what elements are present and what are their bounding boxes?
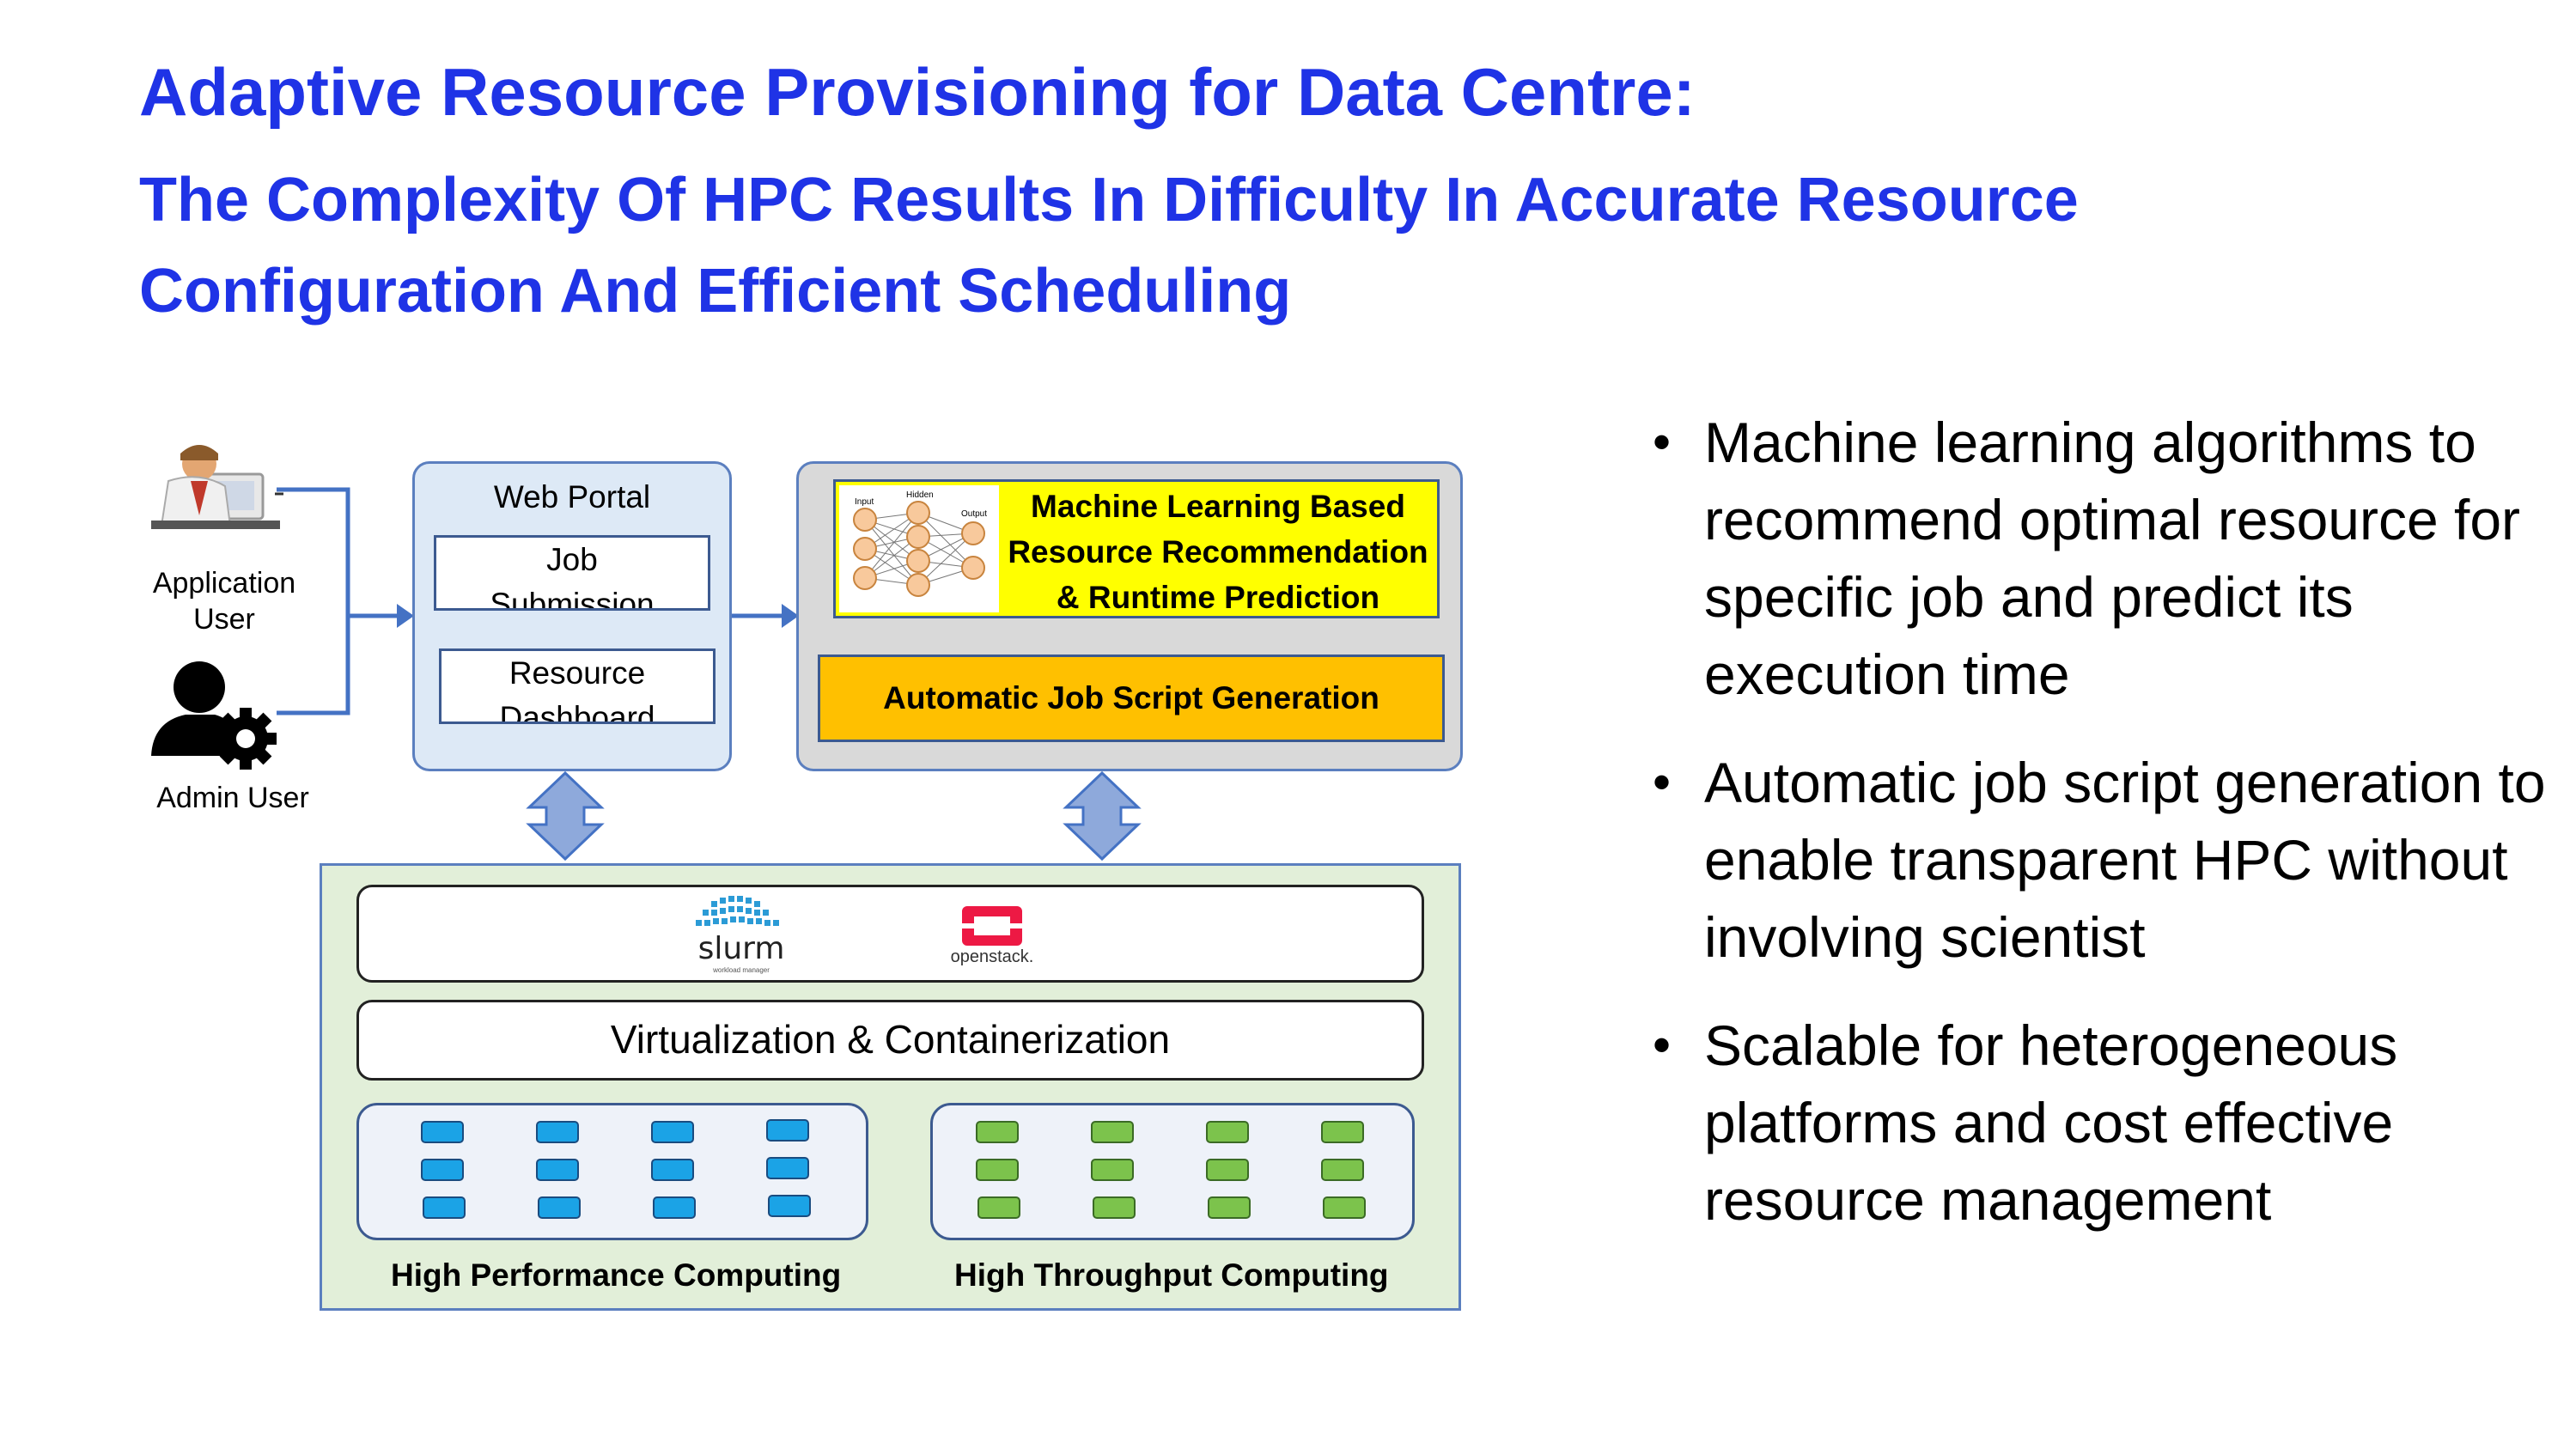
application-user-icon: [151, 445, 283, 529]
hpc-server: [651, 1121, 694, 1143]
bullet-item: • Scalable for heterogeneous platforms a…: [1646, 1007, 2548, 1239]
htc-server: [1206, 1159, 1249, 1181]
hpc-server: [536, 1159, 579, 1181]
web-portal-box: Web Portal Job Submission Resource Dashb…: [412, 461, 732, 771]
hpc-server: [768, 1195, 811, 1217]
htc-server: [1321, 1121, 1364, 1143]
neural-network-image: Input Hidden Output: [839, 485, 999, 612]
infrastructure-box: slurm workload manager openstack. Virtua…: [320, 863, 1461, 1311]
hpc-server: [653, 1196, 696, 1219]
portal-to-ml-arrowhead: [782, 604, 799, 628]
user-connectors: [277, 487, 404, 715]
bullet-dot-icon: •: [1653, 413, 1672, 471]
bullet-item: • Machine learning algorithms to recomme…: [1646, 404, 2548, 713]
bullet-text: Scalable for heterogeneous platforms and…: [1704, 1014, 2398, 1232]
htc-server: [1091, 1121, 1134, 1143]
hpc-server: [536, 1121, 579, 1143]
hpc-server: [421, 1159, 464, 1181]
bullet-dot-icon: •: [1653, 1016, 1672, 1074]
hpc-server: [651, 1159, 694, 1181]
htc-server: [1091, 1159, 1134, 1181]
hpc-server: [766, 1157, 809, 1179]
openstack-logo-text: openstack.: [950, 947, 1034, 966]
htc-server: [1323, 1196, 1366, 1219]
htc-server: [1208, 1196, 1251, 1219]
slurm-logo-subtext: workload manager: [713, 966, 770, 974]
nn-hidden-label: Hidden: [906, 490, 934, 500]
nn-input-label: Input: [855, 497, 874, 507]
bullet-text: Machine learning algorithms to recommend…: [1704, 411, 2521, 706]
job-submission-box[interactable]: Job Submission: [434, 535, 710, 611]
arrow-to-portal-head: [397, 604, 414, 628]
hpc-server: [421, 1121, 464, 1143]
bullet-dot-icon: •: [1653, 753, 1672, 811]
auto-job-script-box: Automatic Job Script Generation: [818, 654, 1445, 742]
htc-server: [976, 1121, 1019, 1143]
ml-infra-double-arrow: [1063, 770, 1142, 861]
hpc-server: [423, 1196, 466, 1219]
htc-server: [1206, 1121, 1249, 1143]
ml-recommendation-box: Input Hidden Output Machine Learning Bas…: [833, 479, 1440, 618]
virtualization-bar: Virtualization & Containerization: [356, 1000, 1424, 1081]
htc-server: [976, 1159, 1019, 1181]
bullet-item: • Automatic job script generation to ena…: [1646, 744, 2548, 976]
htc-label: High Throughput Computing: [954, 1257, 1389, 1293]
slurm-logo-text: slurm: [697, 931, 785, 966]
htc-server: [1321, 1159, 1364, 1181]
subtitle-line-1: The Complexity Of HPC Results In Difficu…: [139, 166, 2079, 234]
htc-cluster: [930, 1103, 1415, 1240]
hpc-label: High Performance Computing: [391, 1257, 842, 1293]
admin-user-label: Admin User: [156, 782, 309, 814]
htc-server: [1093, 1196, 1136, 1219]
page-title: Adaptive Resource Provisioning for Data …: [139, 54, 1696, 130]
hpc-server: [538, 1196, 581, 1219]
slurm-logo: slurm workload manager: [685, 896, 806, 978]
openstack-logo: openstack.: [928, 904, 1057, 973]
hpc-server: [766, 1119, 809, 1142]
subtitle-line-2: Configuration And Efficient Scheduling: [139, 257, 1292, 326]
ml-module-box: Input Hidden Output Machine Learning Bas…: [796, 461, 1463, 771]
web-portal-title: Web Portal: [493, 479, 651, 514]
feature-bullet-list: • Machine learning algorithms to recomme…: [1646, 404, 2548, 1269]
admin-user-icon: [151, 661, 277, 770]
bullet-text: Automatic job script generation to enabl…: [1704, 751, 2546, 969]
htc-server: [977, 1196, 1020, 1219]
application-user-label: Application User: [152, 567, 296, 636]
scheduler-logos-bar: slurm workload manager openstack.: [356, 885, 1424, 983]
portal-infra-double-arrow: [526, 770, 605, 861]
page-subtitle: The Complexity Of HPC Results In Difficu…: [139, 155, 2287, 337]
resource-dashboard-box[interactable]: Resource Dashboard: [439, 648, 716, 724]
hpc-cluster: [356, 1103, 868, 1240]
ml-recommendation-label: Machine Learning Based Resource Recommen…: [1008, 489, 1428, 615]
nn-output-label: Output: [961, 509, 987, 519]
